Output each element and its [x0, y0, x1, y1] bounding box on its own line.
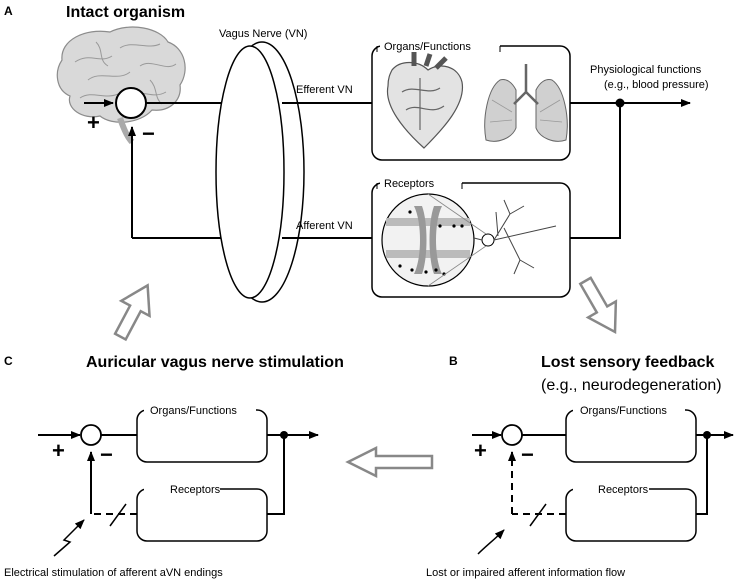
- minus-sign: −: [100, 442, 113, 467]
- minus-sign: −: [142, 121, 155, 146]
- ion-channel-icon: [381, 193, 475, 287]
- neuron-icon: [427, 193, 557, 287]
- organs-label: Organs/Functions: [580, 405, 667, 417]
- organs-box: [565, 409, 697, 463]
- vagus-nerve-ring: [132, 41, 372, 303]
- panel-b-title: Lost sensory feedback: [541, 354, 715, 371]
- summing-junction: [80, 424, 102, 446]
- hollow-arrow-a-to-b: [578, 276, 618, 335]
- brain-icon: [56, 26, 186, 145]
- minus-sign: −: [521, 442, 534, 467]
- panel-a-letter: A: [4, 4, 13, 18]
- lightning-bolt-icon: [53, 519, 85, 557]
- receptors-box: [136, 488, 268, 542]
- break-mark: [529, 503, 547, 527]
- plus-sign: +: [52, 438, 65, 463]
- panel-c: C Auricular vagus nerve stimulation + − …: [4, 354, 344, 579]
- break-mark: [109, 503, 127, 527]
- organs-label: Organs/Functions: [150, 405, 237, 417]
- heart-icon: [386, 52, 464, 149]
- receptors-label: Receptors: [598, 484, 649, 496]
- hollow-arrow-b-to-c: [345, 445, 434, 479]
- sensor-line: [570, 103, 621, 239]
- panel-c-letter: C: [4, 354, 13, 368]
- receptors-label: Receptors: [170, 484, 221, 496]
- hollow-arrow-c-to-a: [113, 283, 151, 342]
- organs-box: [136, 409, 268, 463]
- panel-b: B Lost sensory feedback (e.g., neurodege…: [426, 354, 734, 579]
- output-label-line2: (e.g., blood pressure): [604, 79, 709, 91]
- plus-sign: +: [87, 110, 100, 135]
- panel-c-title: Auricular vagus nerve stimulation: [86, 354, 344, 371]
- lungs-icon: [484, 64, 568, 142]
- plus-sign: +: [474, 438, 487, 463]
- panel-b-letter: B: [449, 354, 458, 368]
- receptors-box: [565, 488, 697, 542]
- vagus-nerve-label: Vagus Nerve (VN): [219, 28, 307, 40]
- panel-b-caption: Lost or impaired afferent information fl…: [426, 567, 625, 579]
- panel-b-subtitle: (e.g., neurodegeneration): [541, 377, 722, 394]
- summing-junction: [501, 424, 523, 446]
- panel-a-title: Intact organism: [66, 4, 185, 21]
- organs-label: Organs/Functions: [384, 41, 471, 53]
- summing-junction: [115, 87, 147, 119]
- output-label-line1: Physiological functions: [590, 64, 702, 76]
- efferent-label: Efferent VN: [296, 84, 353, 96]
- panel-c-caption: Electrical stimulation of afferent aVN e…: [4, 567, 223, 579]
- receptors-label: Receptors: [384, 178, 435, 190]
- afferent-label: Afferent VN: [296, 220, 353, 232]
- panel-a: A Intact organism + − Vagus Nerve (VN): [4, 4, 709, 303]
